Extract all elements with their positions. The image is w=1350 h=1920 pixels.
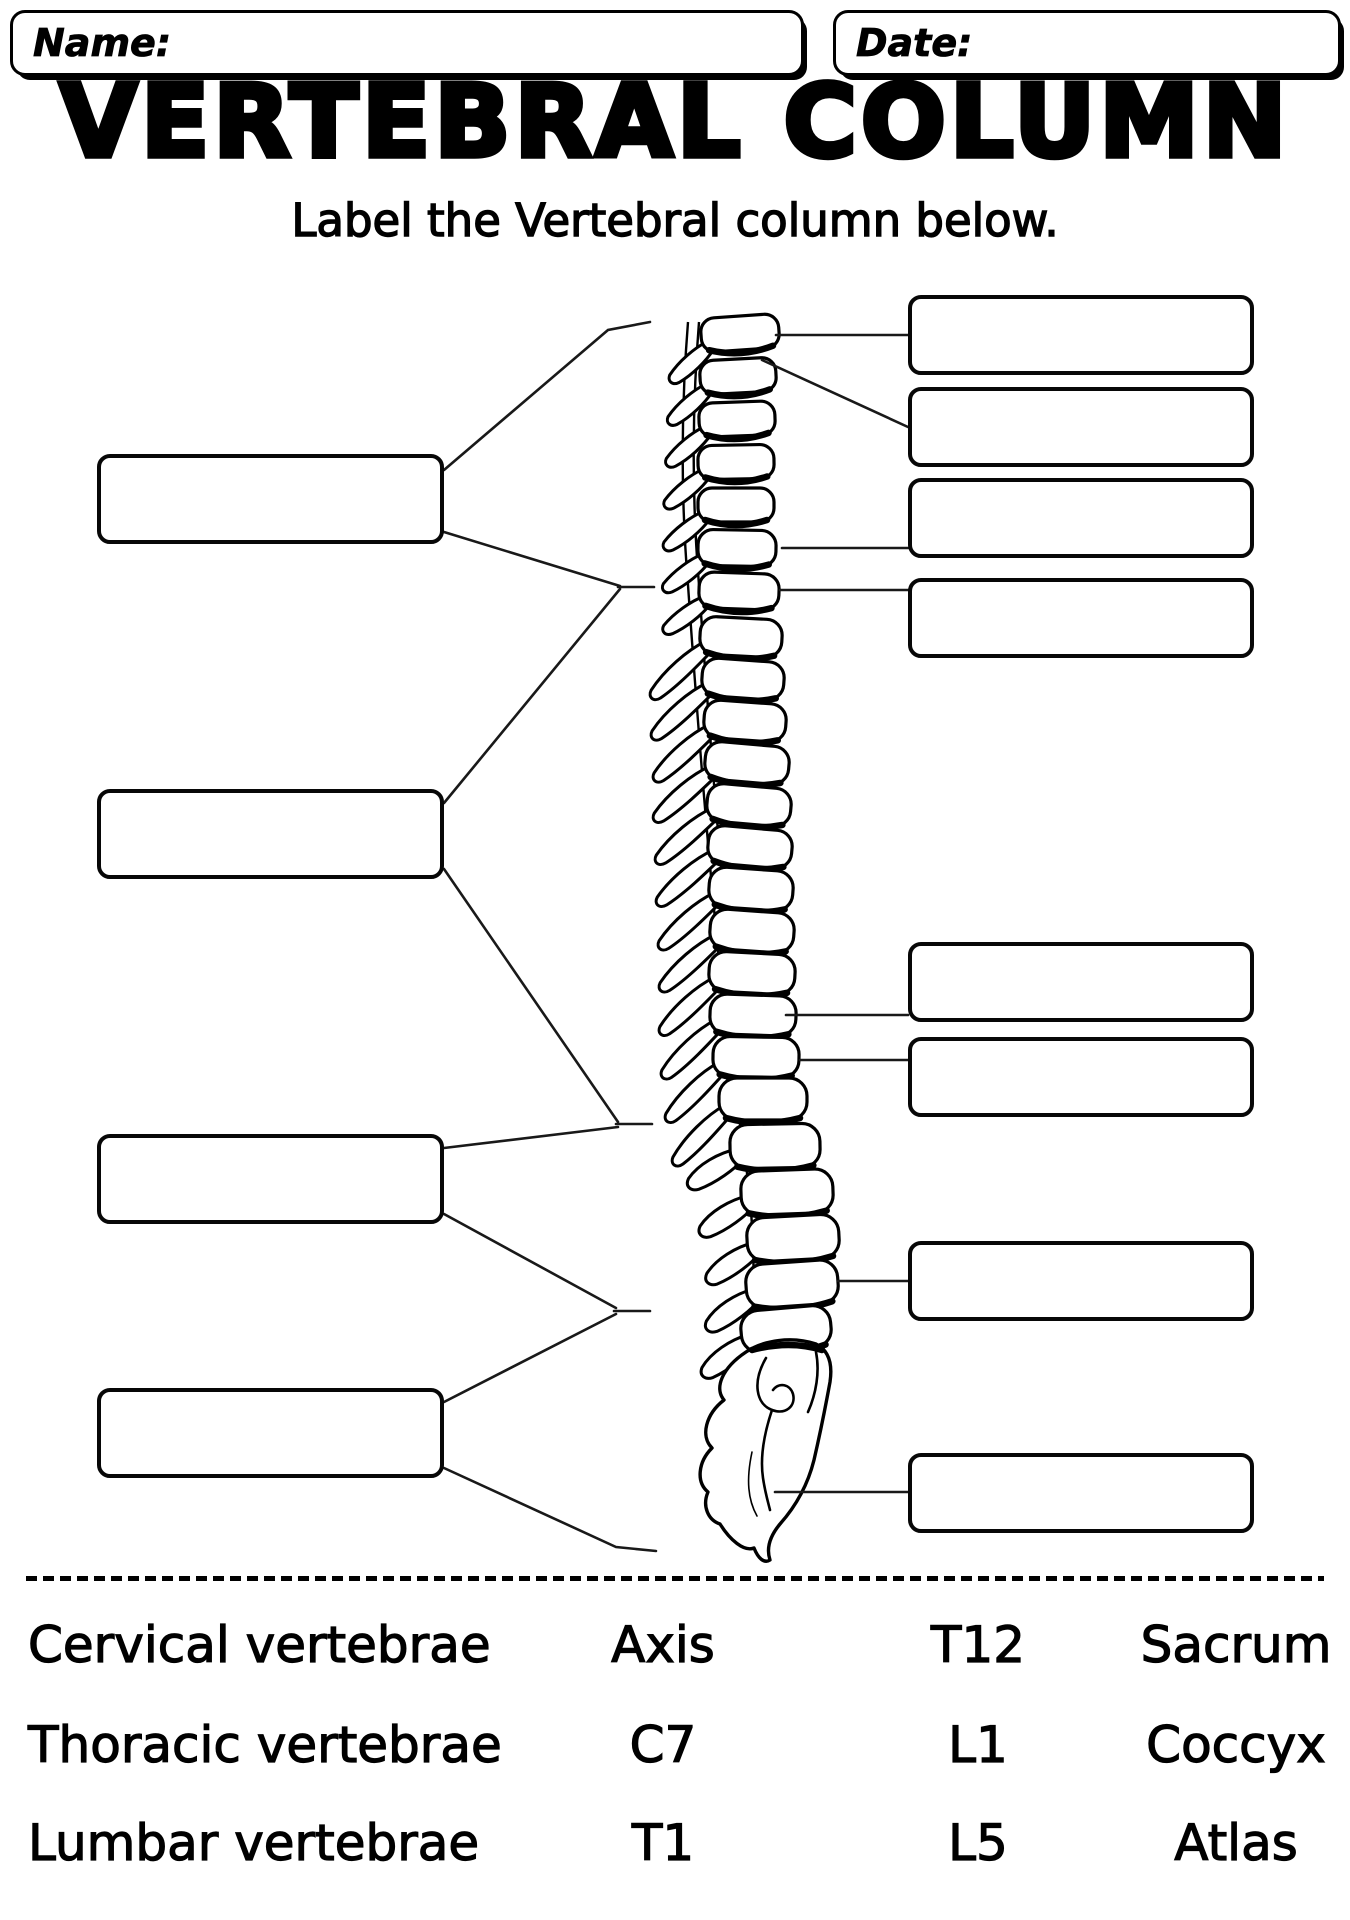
vertebra (657, 950, 797, 1038)
vertebra (649, 656, 786, 742)
vertebra (662, 442, 776, 511)
vertebra (697, 1167, 835, 1239)
blank-sacrum-region[interactable] (97, 1388, 444, 1478)
name-label: Name: (33, 21, 172, 66)
word-axis[interactable]: Axis (611, 1615, 716, 1674)
word-lumbar-vertebrae[interactable]: Lumbar vertebrae (27, 1813, 480, 1872)
vertebra (659, 992, 798, 1081)
vertebra (704, 1212, 841, 1287)
blank-coccyx[interactable] (908, 1453, 1254, 1533)
word-coccyx[interactable]: Coccyx (1146, 1715, 1327, 1774)
blank-t1[interactable] (908, 578, 1254, 658)
vertebra (661, 486, 776, 553)
blank-thoracic-region[interactable] (97, 789, 444, 879)
blank-cervical-region[interactable] (97, 454, 444, 544)
page-title: VERTEBRAL COLUMN (57, 63, 1291, 180)
vertebra (661, 570, 781, 636)
vertebra (653, 782, 793, 866)
word-thoracic-vertebrae[interactable]: Thoracic vertebrae (27, 1715, 502, 1774)
word-sacrum[interactable]: Sacrum (1140, 1615, 1332, 1674)
date-field[interactable]: Date: (833, 10, 1341, 76)
blank-c7[interactable] (908, 478, 1254, 558)
blank-l1[interactable] (908, 1037, 1254, 1117)
name-field[interactable]: Name: (10, 10, 804, 76)
instruction-text: Label the Vertebral column below. (291, 193, 1060, 247)
vertebra (660, 527, 778, 595)
vertebra (665, 356, 778, 427)
blank-atlas[interactable] (908, 295, 1254, 375)
vertebra (670, 1076, 809, 1168)
blank-t12[interactable] (908, 942, 1254, 1022)
blank-lumbar-region[interactable] (97, 1134, 444, 1224)
word-l5[interactable]: L5 (948, 1813, 1009, 1872)
word-cervical-vertebrae[interactable]: Cervical vertebrae (27, 1615, 491, 1674)
dashed-divider (26, 1576, 1324, 1581)
word-c7[interactable]: C7 (629, 1715, 697, 1774)
word-t12[interactable]: T12 (930, 1615, 1026, 1674)
vertebra (656, 865, 795, 952)
vertebra (664, 399, 777, 469)
blank-axis[interactable] (908, 387, 1254, 467)
vertebra (663, 1034, 801, 1125)
vertebra (651, 698, 788, 784)
sacrum-coccyx (698, 1338, 833, 1563)
leader-lines (442, 320, 910, 1553)
vertebra (667, 312, 781, 386)
vertebrae-stack (648, 312, 841, 1380)
vertebra (654, 824, 794, 908)
word-l1[interactable]: L1 (948, 1715, 1009, 1774)
word-atlas[interactable]: Atlas (1174, 1813, 1299, 1872)
blank-l5[interactable] (908, 1241, 1254, 1321)
word-t1[interactable]: T1 (631, 1813, 695, 1872)
date-label: Date: (856, 21, 973, 66)
